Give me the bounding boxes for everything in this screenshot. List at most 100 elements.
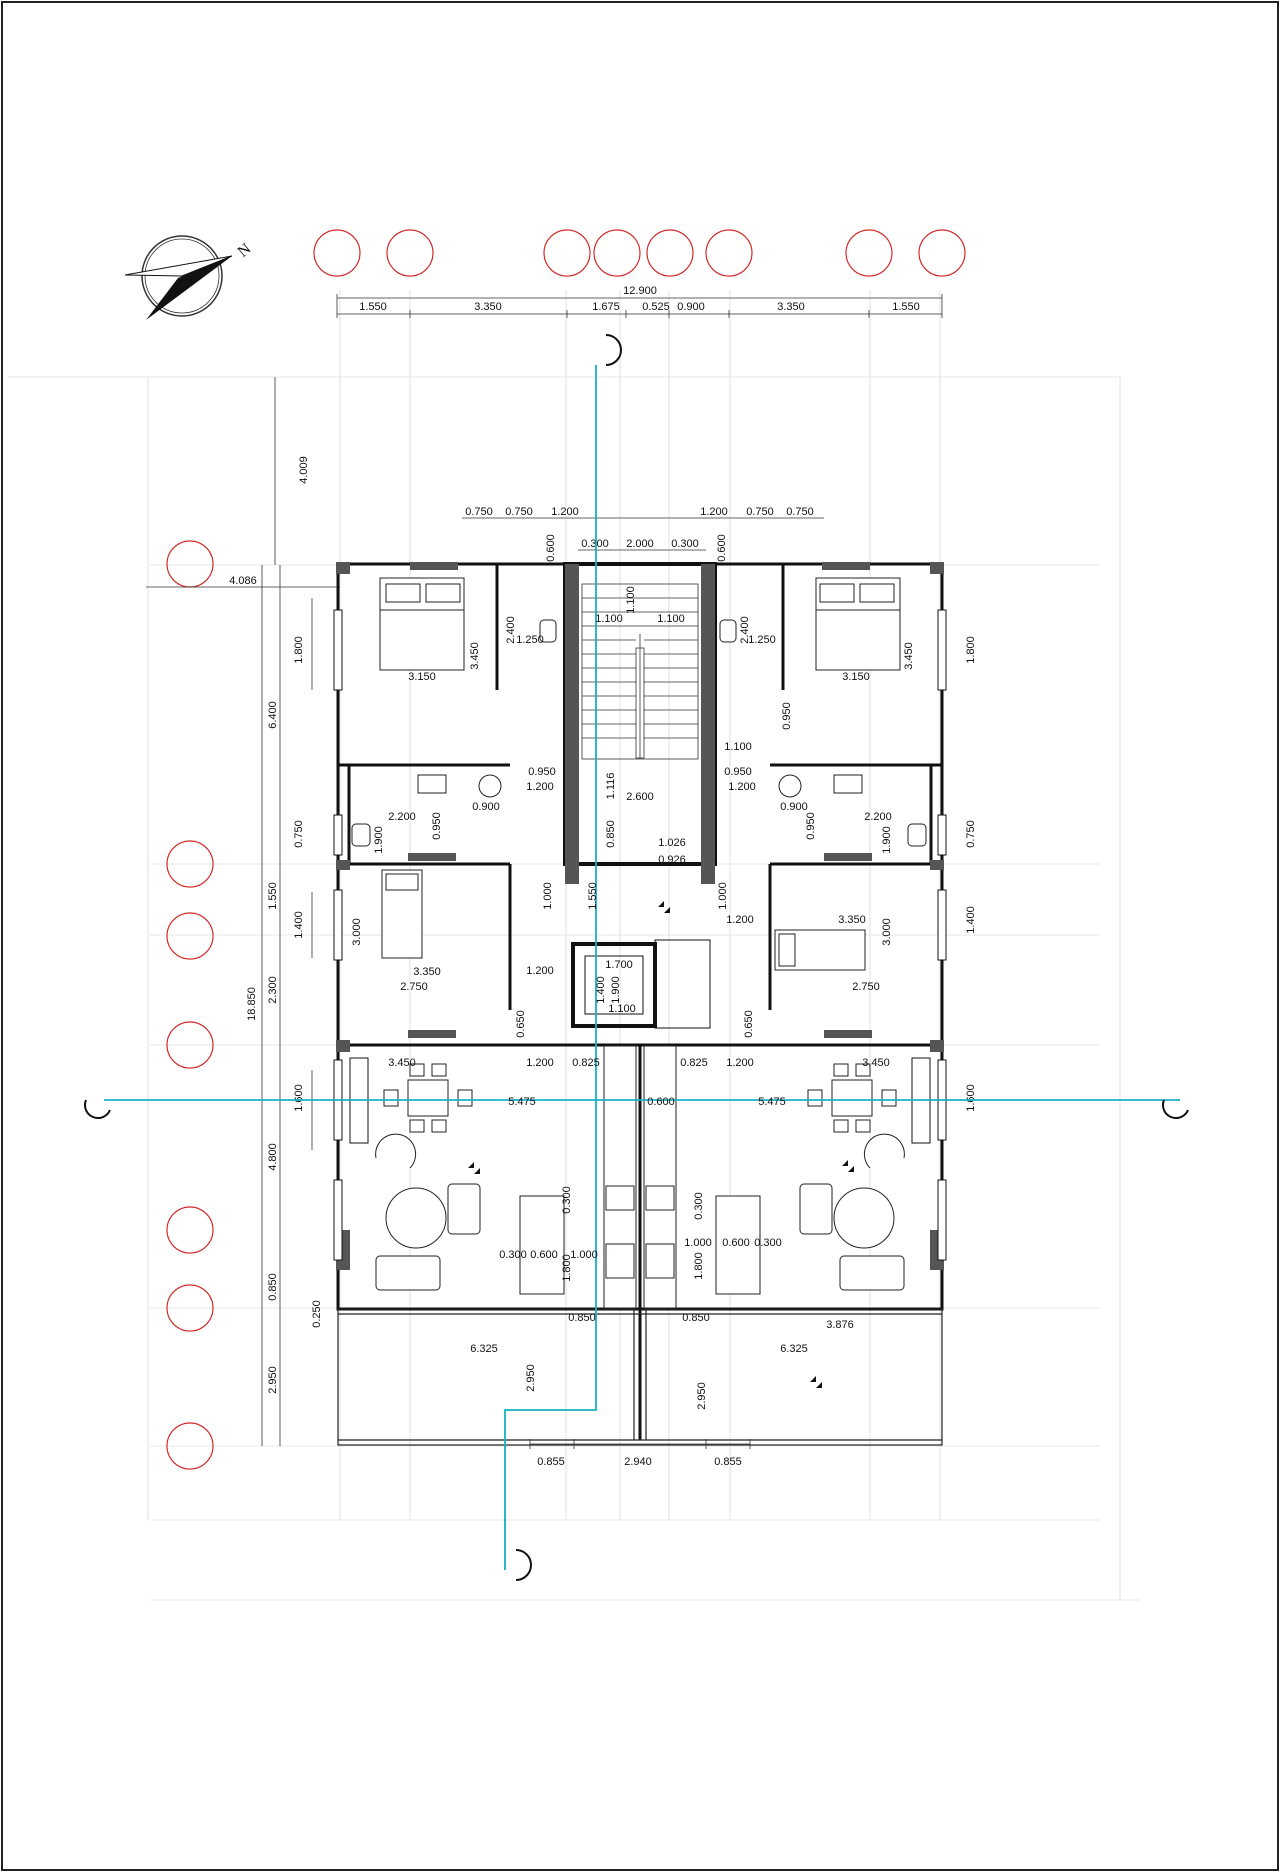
grid-bubble [543,229,591,277]
dim-label: 1.100 [625,586,637,614]
kitchen-counter [603,1045,677,1309]
dim-label: 0.650 [515,1010,527,1038]
dim-label: 2.750 [852,981,880,993]
dining-table-icon [383,1063,473,1133]
dim-label: 3.450 [862,1057,890,1069]
left-dimension-chain [146,377,340,1446]
left-dim: 0.750 [293,820,305,848]
grid-bubble [593,229,641,277]
dim-label: 1.700 [605,959,633,971]
dim-label: 2.950 [525,1364,537,1392]
upper-dim: 1.200 [551,506,579,518]
dim-label: 1.200 [526,781,554,793]
dim-label: 0.600 [647,1096,675,1108]
dim-label: 3.350 [838,914,866,926]
dim-label: 0.926 [658,854,686,866]
grid-bubble [646,229,694,277]
top-dim: 3.350 [777,301,805,313]
structural-columns [336,562,944,1270]
bed-icon [815,577,901,671]
top-dim: 3.350 [474,301,502,313]
dim-label: 2.600 [626,791,654,803]
left-dim: 4.800 [267,1143,279,1171]
grid-bubble [918,229,966,277]
bed-icon [381,869,423,959]
dim-label: 0.950 [431,812,443,840]
elevator-shaft [571,939,711,1029]
terrace [337,1308,943,1446]
top-dim: 1.675 [592,301,620,313]
grid-bubble [705,229,753,277]
dim-label: 1.100 [608,1003,636,1015]
dim-label: 0.855 [537,1456,565,1468]
left-dim: 2.300 [267,976,279,1004]
grid-bubble [166,1422,214,1470]
left-dim: 1.400 [293,911,305,939]
dim-label: 1.200 [726,914,754,926]
grid-bubble [166,1206,214,1254]
upper-dim: 1.200 [700,506,728,518]
right-dim: 1.600 [965,1084,977,1112]
upper-dim: 0.300 [671,538,699,550]
bed-icon [774,929,866,971]
staircase [581,583,699,760]
compass-letter: N [235,240,255,261]
dim-label: 6.325 [780,1343,808,1355]
upper-dim: 0.750 [786,506,814,518]
north-arrow-icon: N [124,235,255,320]
dim-label: 0.950 [805,812,817,840]
dim-label: 6.325 [470,1343,498,1355]
dim-label: 2.200 [864,811,892,823]
dim-label: 1.800 [693,1252,705,1280]
left-dim: 18.850 [246,987,258,1021]
dim-label: 1.116 [605,773,617,800]
dim-label: 1.100 [657,613,685,625]
dim-label: 1.900 [610,976,622,1004]
level-marker-icon [468,901,854,1388]
dim-label: 0.825 [572,1057,600,1069]
upper-dim: 2.000 [626,538,654,550]
top-dim: 1.550 [359,301,387,313]
left-dim: 4.086 [229,575,257,587]
left-dim: 4.009 [298,456,310,484]
dim-label: 1.000 [717,882,729,910]
dim-label: 1.100 [724,741,752,753]
dim-label: 0.850 [605,820,617,848]
dim-label: 0.600 [530,1249,558,1261]
grid-bubble [166,540,214,588]
dim-label: 3.450 [388,1057,416,1069]
dim-label: 2.940 [624,1456,652,1468]
dim-label: 3.150 [408,671,436,683]
left-dim: 1.800 [293,636,305,664]
dim-label: 0.900 [472,801,500,813]
grid-bubble [845,229,893,277]
dim-label: 1.200 [526,965,554,977]
left-dim: 2.950 [267,1366,279,1394]
dim-label: 0.650 [743,1010,755,1038]
dim-label: 0.950 [724,766,752,778]
dim-label: 3.350 [413,966,441,978]
upper-dim: 0.750 [746,506,774,518]
dim-label: 1.550 [587,882,599,910]
section-marker-icon [84,334,1189,1581]
dim-label: 0.300 [561,1186,573,1214]
dim-label: 1.900 [373,826,385,854]
grid-bubble [166,1284,214,1332]
upper-dim: 0.750 [465,506,493,518]
dim-label: 2.750 [400,981,428,993]
sofa-icon [375,1133,905,1295]
dim-label: 0.850 [682,1312,710,1324]
dim-label: 1.400 [595,976,607,1004]
grid-bubble [166,912,214,960]
dim-label: 1.100 [595,613,623,625]
upper-dim: 0.750 [505,506,533,518]
dim-label: 1.026 [658,837,686,849]
dim-label: 0.300 [693,1192,705,1220]
right-dim: 0.750 [965,820,977,848]
dim-label: 0.855 [714,1456,742,1468]
dim-label: 1.900 [881,826,893,854]
dim-label: 0.300 [499,1249,527,1261]
dining-table-icon [807,1063,897,1133]
bottom-dimension-chain [529,1439,751,1449]
